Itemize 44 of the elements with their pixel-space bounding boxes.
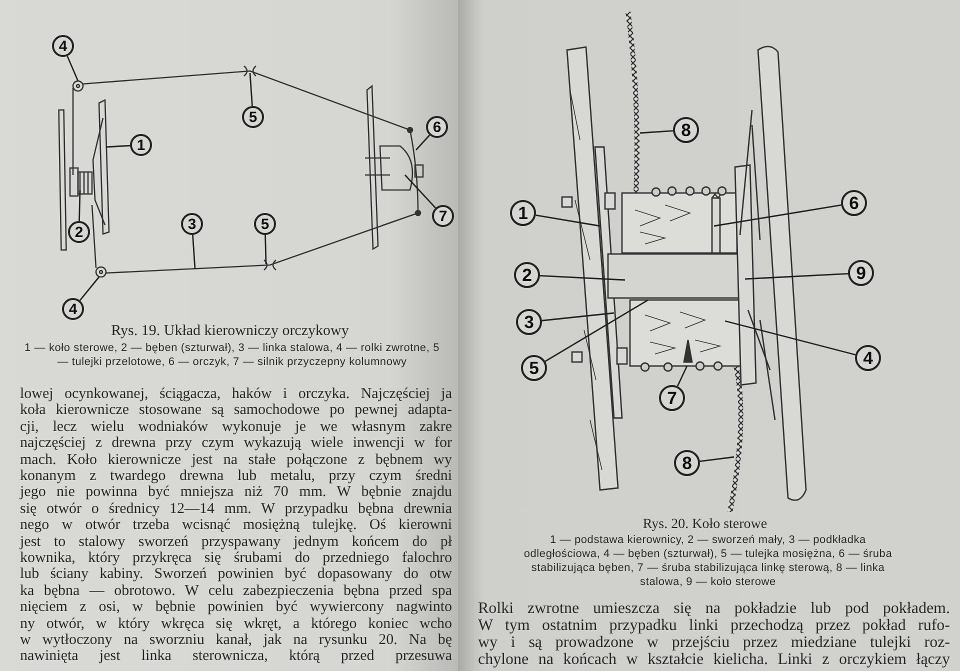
body-text-line: w wytłoczony na sworzniu kanał, jak na rysunku 20. Na bę: [20, 632, 452, 649]
body-text-line: wy i są prowadzone w przejściu przez miedziane tulejki roz-: [478, 634, 950, 652]
leader-line: [78, 190, 81, 222]
body-text-line: się otwór o średnicy 12—14 mm. W przypadku bębna drewnia: [20, 500, 452, 518]
body-text-line: najczęściej z drewna przy czym wykazują wiele inwencji w for: [20, 435, 452, 452]
body-text-line: mach. Koło kierownicze jest na stałe połączone z bębnem wy: [20, 452, 452, 469]
body-text-line: lub ściany kabiny. Sworzeń powinien być dopasowany do otw: [20, 566, 452, 584]
body-text-line: nawinięta jest linka sterownicza, którą przed przesuwa: [20, 648, 452, 666]
leader-line: [404, 174, 436, 208]
body-text-line: nięciem z osi, w bębnie powinien być wywiercony nagwinto: [20, 599, 452, 616]
leader-line: [536, 214, 600, 227]
figure-legend: 1 — koło sterowe, 2 — bęben (szturwał), 3 — linka stalowa, 4 — rolki zwrotne, 5 — tulejki przelotowe, 6 — orczyk, 7 — silnik przyczepny kolumnowy: [22, 341, 442, 369]
leader-line: [540, 274, 626, 281]
body-text-line: jego nie powinna być mniejsza niż 70 mm. W bębnie znajdu: [20, 484, 452, 502]
leader-line: [724, 320, 856, 356]
leader-line: [542, 312, 614, 322]
body-text-line: kownika, który przykręca się śrubami do przedniego falochro: [20, 550, 452, 567]
leader-line: [79, 276, 100, 301]
body-text-line: cji, lecz wielu wodniaków wykonuje je we własnym zakre: [20, 418, 452, 436]
figure-caption: Rys. 20. Koło sterowe: [642, 516, 768, 533]
leader-line: [192, 234, 196, 270]
leader-line: [415, 134, 430, 150]
body-text-line: konanym z twardego drewna lub metalu, przy czym średni: [20, 468, 452, 485]
body-text-line: nego w otwór trzeba wcisnąć mosiężną tulejkę. Oś kierowni: [20, 517, 452, 534]
body-text-line: ny otwór, w który wkręca się wkręt, a którego koniec wcho: [20, 616, 452, 633]
body-text-line: W tym ostatnim przypadku linki przechodzą przez pokład rufo-: [478, 617, 950, 635]
leader-line: [264, 234, 267, 264]
figure-caption: Rys. 19. Układ kierowniczy orczykowy: [110, 322, 350, 340]
leader-line: [700, 456, 734, 462]
figure-legend: 1 — podstawa kierownicy, 2 — sworzeń mały, 3 — podkładka odległościowa, 4 — bęben (szturwał), 5 — tulejka mosiężna, 6 — śruba stabilizująca bęben, 7 — śruba stabilizująca linkę sterową, 8 — linka stalowa, 9 — koło sterowe: [522, 533, 894, 589]
leader-line: [66, 56, 79, 82]
body-text-line: Rolki zwrotne umieszcza się na pokładzie lub pod pokładem.: [478, 600, 950, 618]
leader-line: [714, 204, 842, 227]
leader-line: [544, 299, 648, 362]
leader-line: [106, 144, 130, 148]
leader-line: [249, 72, 253, 106]
leader-line: [640, 130, 674, 134]
leader-line: [676, 366, 688, 387]
body-text-line: chylone na końcach w kształcie kielicha. Linki z orczykiem łączy: [478, 651, 950, 669]
body-text-line: jest to stalowy sworzeń przyspawany jednym końcem do pł: [20, 534, 452, 551]
body-text-line: lowej ocynkowanej, ściągacza, haków i orczyka. Najczęściej ja: [20, 386, 452, 403]
leader-line: [744, 272, 848, 280]
body-text-line: koła kierownicze stosowane są samochodowe po pewnej adapta-: [20, 402, 452, 420]
body-text-line: ka bębna — obrotowo. W celu zabezpieczenia bębna przed spa: [20, 582, 452, 600]
